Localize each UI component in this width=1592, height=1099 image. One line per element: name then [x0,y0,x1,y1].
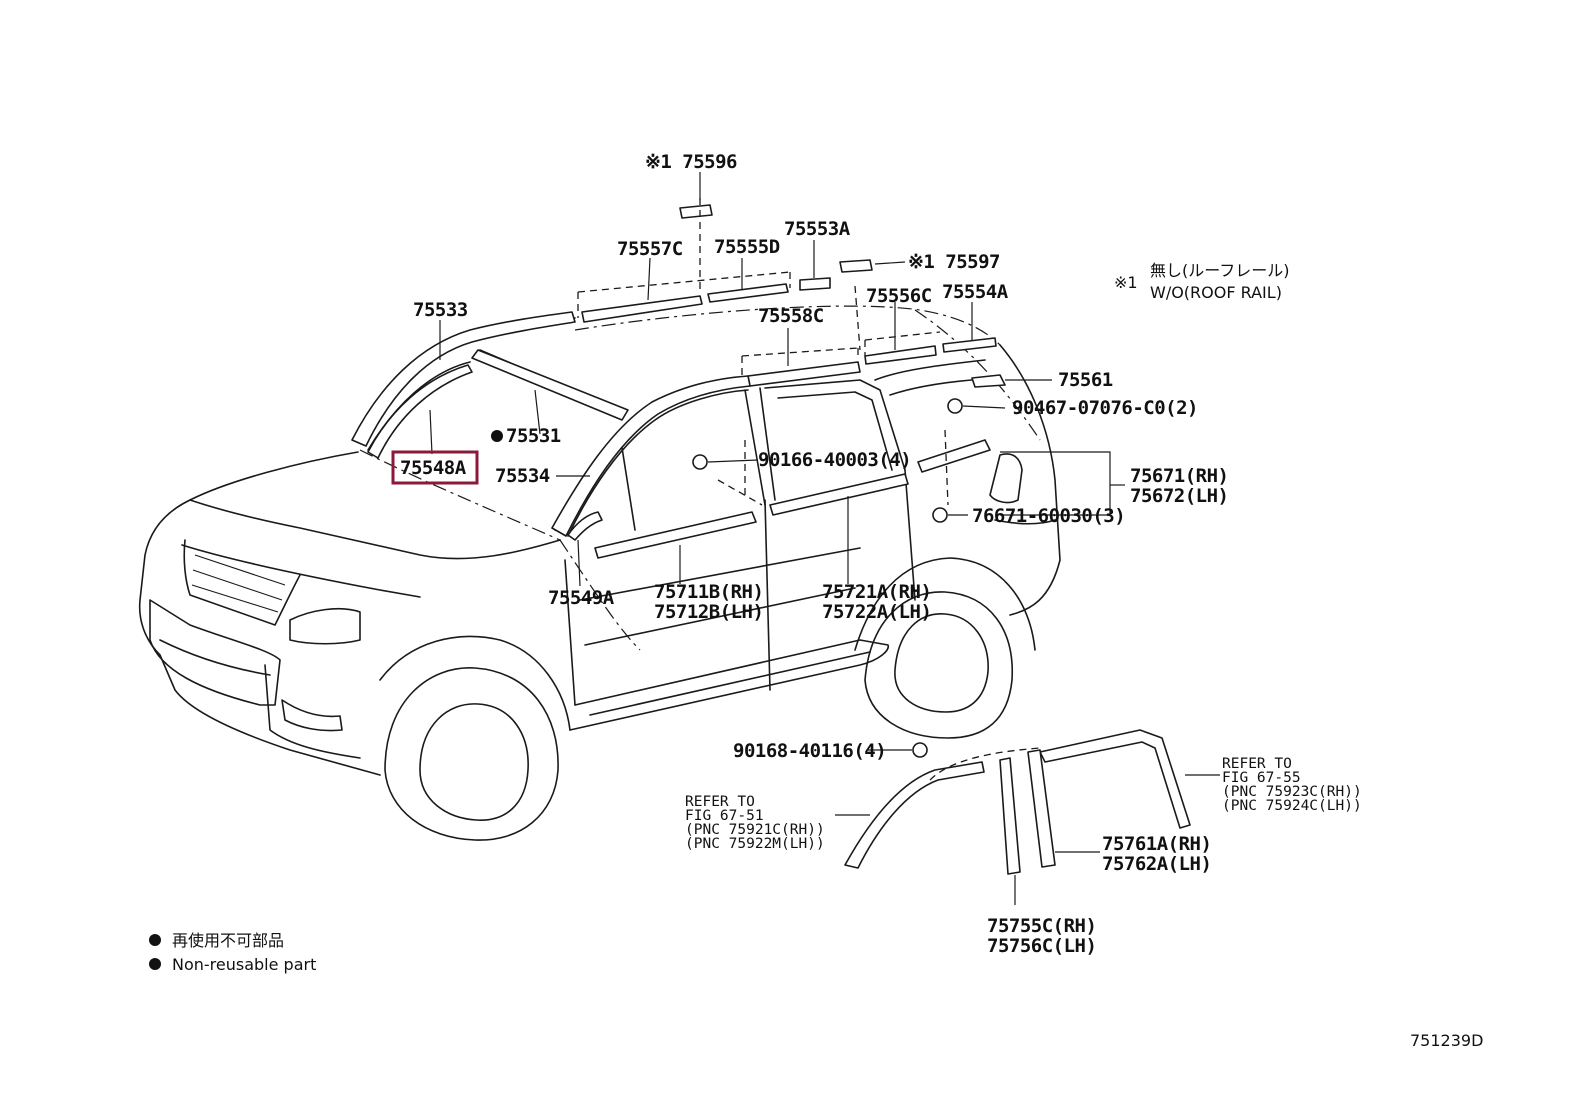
label-90166[interactable]: 90166-40003(4) [758,449,912,471]
clip-90467 [947,398,963,414]
clip-90166 [692,454,708,470]
part-75554a [942,337,997,353]
part-labels: ※1 75596 75557C 75555D 75553A ※1 75597 7… [391,151,1229,957]
part-75531 [471,349,629,421]
label-75722a[interactable]: 75722A(LH) [822,601,932,623]
refer-front-line4: (PNC 75922M(LH)) [685,836,825,852]
label-75558c[interactable]: 75558C [758,305,824,327]
part-75721a [769,473,909,516]
part-75533 [351,311,576,447]
label-75672[interactable]: 75672(LH) [1130,485,1229,507]
legend-dot-2 [149,958,161,970]
label-75597[interactable]: ※1 75597 [908,251,1001,273]
label-75711b[interactable]: 75711B(RH) [654,581,764,603]
label-75596[interactable]: ※1 75596 [645,151,738,173]
leader-lines [429,172,1220,905]
part-75548a [367,364,473,459]
label-75549a[interactable]: 75549A [548,587,615,609]
part-75553a [799,277,831,291]
label-75756c[interactable]: 75756C(LH) [987,935,1097,957]
refer-rear-line1: REFER TO [1222,756,1292,772]
clip-90168 [912,742,928,758]
label-90168[interactable]: 90168-40116(4) [733,740,887,762]
label-75531[interactable]: 75531 [506,425,561,447]
part-75596 [679,204,713,219]
non-reusable-dot-75531 [491,430,503,442]
part-75558c [747,361,861,387]
part-75549a [567,511,603,541]
parts [351,204,1191,875]
legend-en: Non-reusable part [172,955,316,974]
part-75556c [864,345,937,365]
label-75556c[interactable]: 75556C [866,285,932,307]
label-75548a[interactable]: 75548A [400,457,467,479]
vehicle-outline [138,305,1061,841]
refer-front-line3: (PNC 75921C(RH)) [685,822,825,838]
label-75755c[interactable]: 75755C(RH) [987,915,1097,937]
label-75555d[interactable]: 75555D [714,236,780,258]
label-75553a[interactable]: 75553A [784,218,851,240]
part-75761a [1027,749,1056,868]
label-75554a[interactable]: 75554A [942,281,1009,303]
label-75534[interactable]: 75534 [495,465,550,487]
label-75721a[interactable]: 75721A(RH) [822,581,932,603]
part-75923c [1039,729,1191,829]
refer-note-rear: REFER TO FIG 67-55 (PNC 75923C(RH)) (PNC… [1222,756,1362,814]
legend-jp: 再使用不可部品 [172,931,284,950]
refer-rear-line2[interactable]: FIG 67-55 [1222,770,1301,786]
label-75671[interactable]: 75671(RH) [1130,465,1229,487]
refer-rear-line4: (PNC 75924C(LH)) [1222,798,1362,814]
diagram-code: 751239D [1410,1031,1483,1050]
label-75712b[interactable]: 75712B(LH) [654,601,764,623]
label-75557c[interactable]: 75557C [617,238,683,260]
footnote-symbol: ※1 [1114,273,1138,292]
footnote-jp: 無し(ルーフレール) [1150,261,1290,280]
footnote-roof-rail: ※1 無し(ルーフレール) W/O(ROOF RAIL) [1114,261,1290,302]
label-76671[interactable]: 76671-60030(3) [972,505,1126,527]
refer-front-line1: REFER TO [685,794,755,810]
refer-note-front: REFER TO FIG 67-51 (PNC 75921C(RH)) (PNC… [685,794,825,852]
part-75555d [707,283,789,303]
part-75711b [594,511,757,559]
legend: 再使用不可部品 Non-reusable part [149,931,316,974]
assembly-lines [577,198,1041,781]
clip-76671 [932,507,948,523]
footnote-en: W/O(ROOF RAIL) [1150,283,1282,302]
legend-dot-1 [149,934,161,946]
part-75671 [917,439,991,473]
part-75755c [999,757,1021,875]
label-75762a[interactable]: 75762A(LH) [1102,853,1212,875]
label-75561[interactable]: 75561 [1058,369,1113,391]
part-75534 [551,375,751,537]
refer-rear-line3: (PNC 75923C(RH)) [1222,784,1362,800]
label-75533[interactable]: 75533 [413,299,468,321]
label-90467[interactable]: 90467-07076-C0(2) [1012,397,1198,419]
part-75597 [839,259,873,273]
label-75761a[interactable]: 75761A(RH) [1102,833,1212,855]
part-75561 [971,374,1006,388]
highlight-box-75548a [391,450,479,485]
part-75557c [581,295,703,323]
part-75921c [844,761,985,869]
refer-front-line2[interactable]: FIG 67-51 [685,808,764,824]
